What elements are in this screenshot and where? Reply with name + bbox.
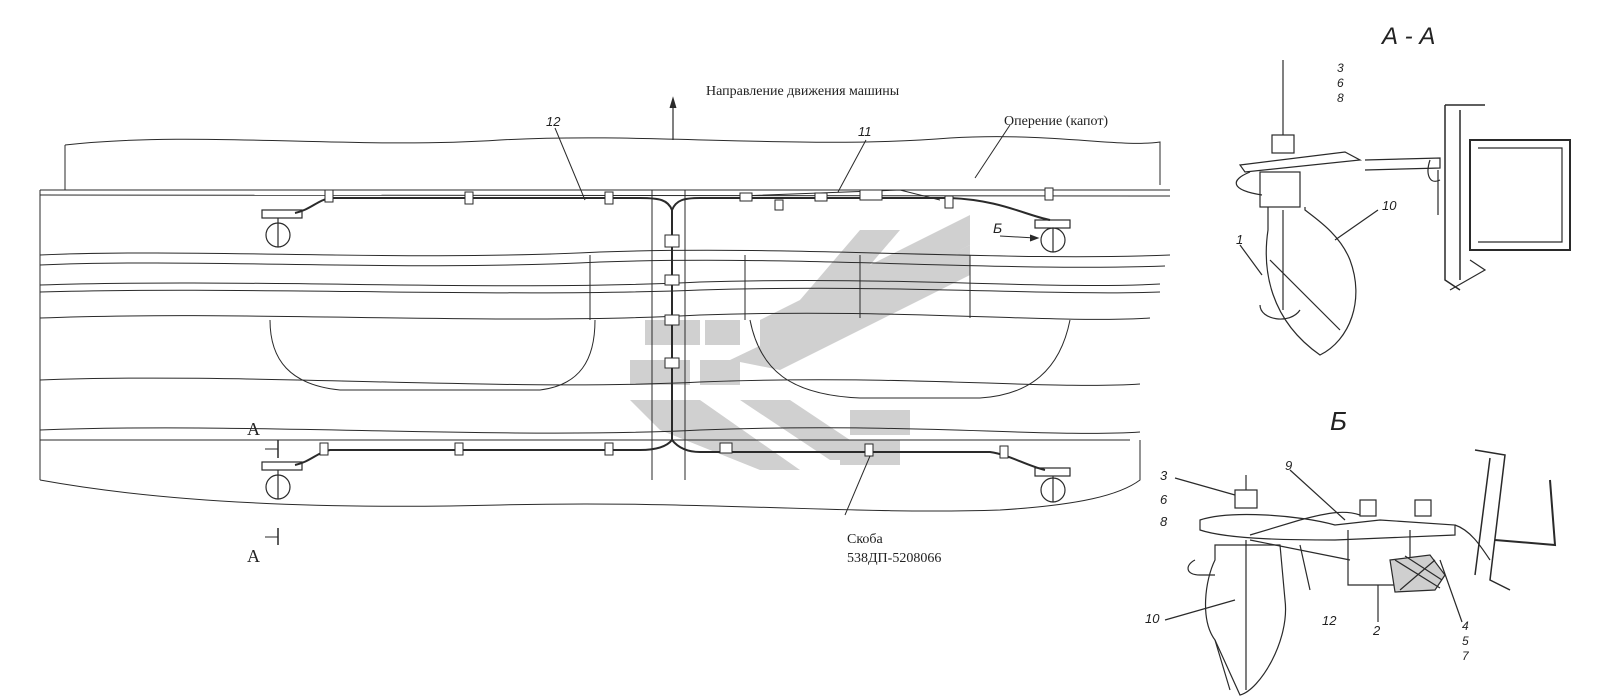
section-aa (1235, 60, 1571, 356)
lamp-rear-left (261, 461, 303, 500)
callout-aa-3: 3 (1337, 61, 1344, 75)
clips-vertical (664, 234, 680, 369)
hood-outline (64, 136, 1161, 185)
view-b (1164, 449, 1557, 696)
harness-bottom (294, 438, 1046, 471)
section-aa-title: А - А (1380, 23, 1435, 50)
aa-lamp-body (1265, 207, 1357, 356)
view-b-title: Б (1330, 406, 1347, 436)
callout-b-7: 7 (1462, 649, 1470, 663)
leader-bracket (844, 455, 871, 516)
callout-aa-10: 10 (1382, 198, 1397, 213)
lamp-front-right (1034, 219, 1071, 253)
cut-plane-bottom-label: А (247, 546, 260, 566)
callout-b-5: 5 (1462, 634, 1469, 648)
callout-b-2: 2 (1372, 623, 1381, 638)
aa-hood-profile (1444, 104, 1485, 291)
view-b-arrow (999, 235, 1036, 239)
callout-aa-8: 8 (1337, 91, 1344, 105)
callout-b-4: 4 (1462, 619, 1469, 633)
cut-plane-top-label: А (247, 419, 260, 439)
callout-b-8: 8 (1160, 514, 1168, 529)
leader-hood (974, 124, 1011, 179)
harness-top (294, 197, 1051, 221)
leader-11 (837, 139, 867, 193)
callout-main-12: 12 (546, 114, 561, 129)
callout-b-6: 6 (1160, 492, 1168, 507)
aa-bracket-plate (1238, 151, 1363, 173)
callout-b-3: 3 (1160, 468, 1168, 483)
main-plan-view (39, 96, 1171, 545)
lamp-front-left (261, 209, 303, 248)
view-b-arrow-label: Б (993, 220, 1002, 236)
callout-main-11: 11 (858, 124, 872, 139)
clips-bottom (319, 442, 1009, 459)
leader-12 (554, 127, 586, 201)
bottom-outline (39, 440, 1141, 512)
direction-label: Направление движения машины (706, 84, 900, 99)
callout-b-12: 12 (1322, 613, 1337, 628)
b-lamp-body (1205, 544, 1287, 696)
bracket-label: Скоба (847, 532, 884, 547)
frame-opening-right (749, 319, 1071, 399)
clips-top (324, 187, 1054, 211)
callout-b-9: 9 (1285, 458, 1292, 473)
watermark-logo (630, 215, 970, 470)
callout-aa-6: 6 (1337, 76, 1344, 90)
b-hood-profile (1474, 449, 1511, 591)
hood-label: Оперение (капот) (1004, 114, 1108, 129)
frame-line (39, 249, 1171, 258)
callout-aa-1: 1 (1236, 232, 1243, 247)
bracket-code-label: 538ДП-5208066 (847, 551, 941, 566)
lamp-rear-right (1034, 467, 1071, 503)
b-mount-plate (1199, 513, 1456, 541)
callout-b-10: 10 (1145, 611, 1160, 626)
frame-opening-left (269, 319, 596, 391)
